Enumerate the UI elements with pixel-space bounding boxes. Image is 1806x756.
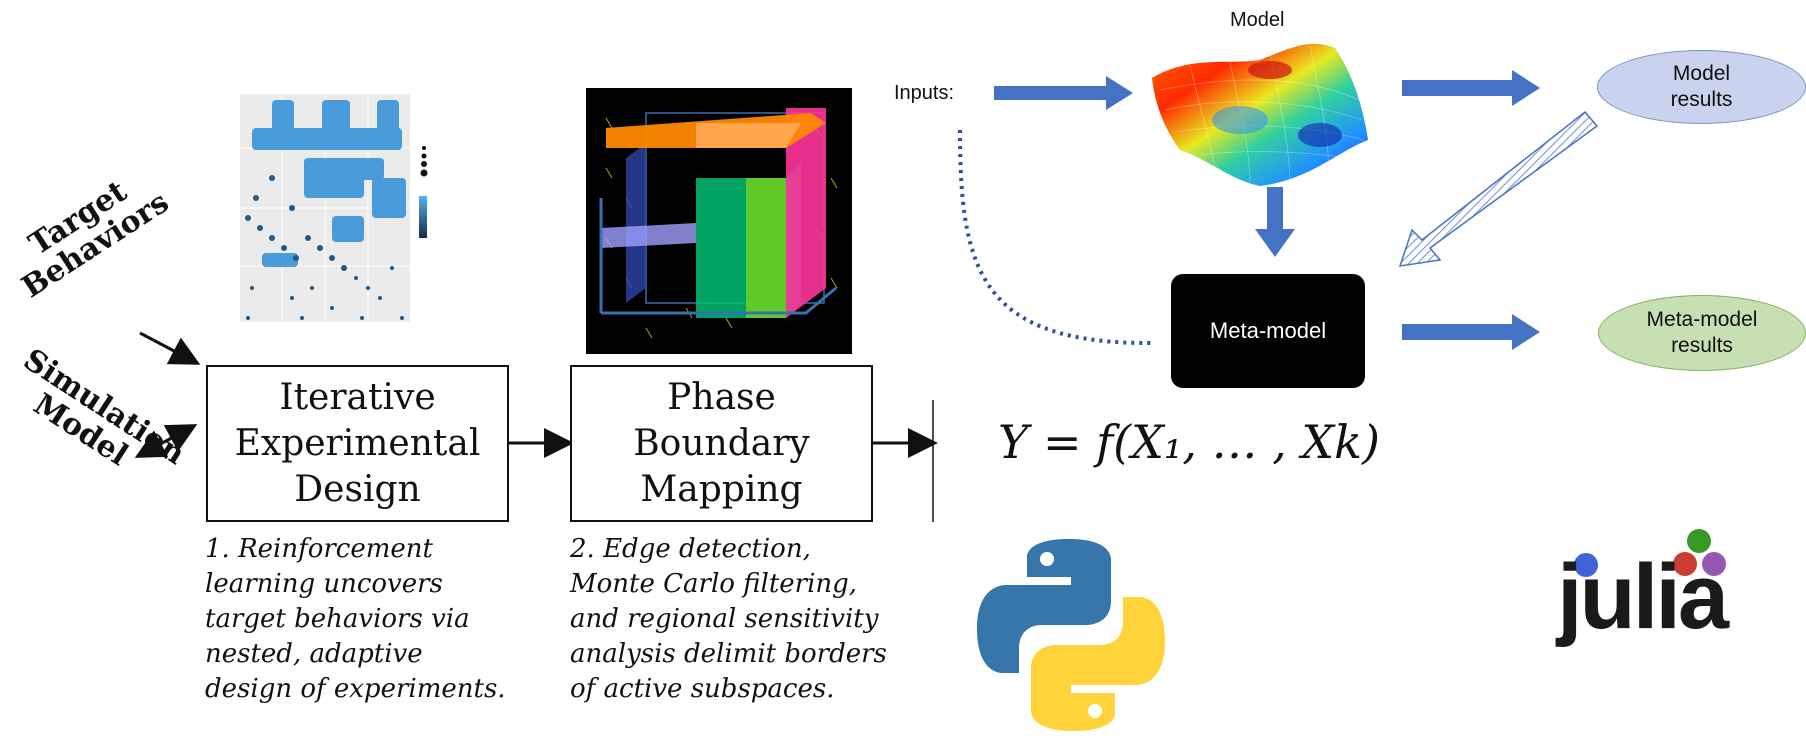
meta-model-box: Meta-model <box>1171 274 1365 388</box>
model-surface-plot <box>1152 43 1368 187</box>
meta-model-results-ellipse: Meta-model results <box>1598 295 1806 371</box>
python-logo-icon <box>977 539 1165 731</box>
feedback-hatched-arrow <box>1398 110 1599 267</box>
dot-plot-thumbnail <box>212 88 457 344</box>
model-to-meta-arrow <box>1255 187 1295 257</box>
model-results-ellipse: Model results <box>1597 50 1806 124</box>
step2-caption: 2. Edge detection, Monte Carlo filtering… <box>570 534 887 704</box>
inputs-to-model-arrow <box>994 76 1133 110</box>
metamodel-formula: Y = f(X₁, … , Xk) <box>998 415 1380 469</box>
simulation-double-arrow <box>134 424 198 458</box>
model-title: Model <box>1230 9 1285 31</box>
inputs-dotted-curve <box>958 129 1156 346</box>
model-to-results-arrow <box>1402 70 1540 106</box>
phase-boundary-mapping-box: Phase Boundary Mapping <box>570 365 873 522</box>
julia-logo-text: julia <box>1557 546 1729 648</box>
phase-boundary-3d-thumbnail <box>586 88 852 354</box>
meta-to-results-arrow <box>1402 314 1540 350</box>
iterative-experimental-design-box: Iterative Experimental Design <box>206 365 509 522</box>
step1-caption: 1. Reinforcement learning uncovers targe… <box>205 534 506 704</box>
target-arrow <box>139 331 201 365</box>
julia-dots-icon <box>1574 529 1726 577</box>
inputs-label: Inputs: <box>894 82 955 104</box>
